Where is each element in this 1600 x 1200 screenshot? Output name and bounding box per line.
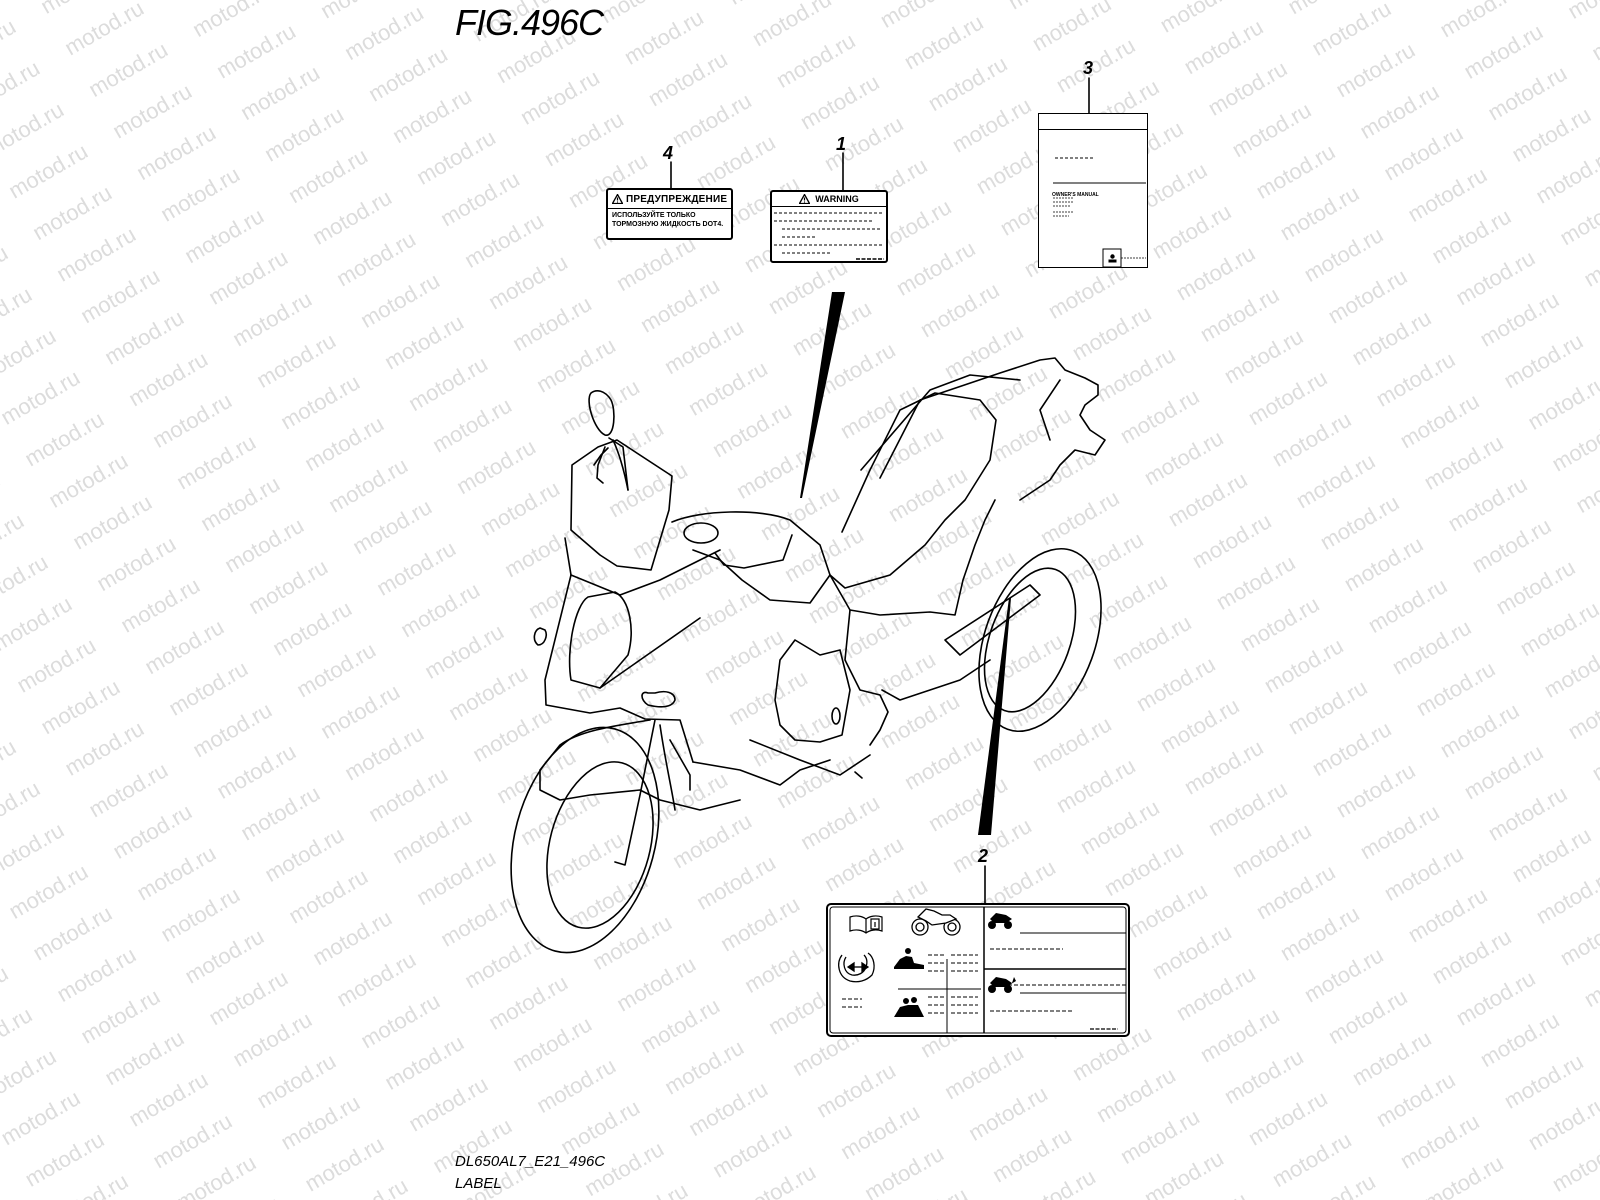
model-code: DL650AL7_E21_496C	[455, 1153, 606, 1170]
manual-info-icon	[849, 915, 883, 934]
fuel-cap	[683, 522, 719, 544]
label-2-tire-info[interactable]	[826, 903, 1130, 1037]
label-3-owners-manual[interactable]: OWNER'S MANUAL	[1038, 113, 1148, 268]
callout-number-1: 1	[836, 134, 847, 154]
motorcycle-icon	[911, 908, 961, 936]
seat	[829, 392, 997, 589]
pointer-label1	[800, 292, 845, 498]
mirror	[588, 390, 615, 436]
frame	[829, 499, 996, 616]
engine	[774, 639, 851, 743]
pointer-label2	[978, 598, 1011, 835]
swingarm	[944, 584, 1041, 656]
front-wheel	[510, 726, 660, 954]
motorcycle-front-icon	[988, 913, 1012, 929]
solo-rider-icon	[894, 948, 924, 969]
person-icon	[1108, 254, 1117, 263]
label-1-header: WARNING	[772, 192, 886, 207]
label-4-line-1: ИСПОЛЬЗУЙТЕ ТОЛЬКО	[612, 212, 696, 219]
rear-wheel	[978, 547, 1102, 733]
warning-triangle-icon	[799, 194, 811, 204]
label-4-header: ПРЕДУПРЕЖДЕНИЕ	[608, 190, 731, 209]
tail	[879, 357, 1106, 501]
callout-number-2: 2	[978, 846, 989, 866]
motorcycle-rear-icon	[988, 977, 1016, 993]
label-4-body: ИСПОЛЬЗУЙТЕ ТОЛЬКО ТОРМОЗНУЮ ЖИДКОСТЬ DO…	[608, 209, 731, 231]
label-1-placeholder-lines	[774, 212, 884, 260]
label-4-brake-fluid-warning[interactable]: ПРЕДУПРЕЖДЕНИЕ ИСПОЛЬЗУЙТЕ ТОЛЬКО ТОРМОЗ…	[606, 188, 733, 240]
front-fork	[614, 719, 656, 866]
callout-number-4: 4	[663, 143, 674, 163]
rear-rim	[983, 567, 1077, 713]
figure-title: FIG.496C	[455, 2, 604, 43]
label-4-line-2: ТОРМОЗНУЮ ЖИДКОСТЬ DOT4.	[612, 221, 724, 228]
manual-title: OWNER'S MANUAL	[1052, 192, 1099, 198]
label-1-warning[interactable]: WARNING	[770, 190, 888, 263]
label-4-header-text: ПРЕДУПРЕЖДЕНИЕ	[626, 193, 728, 205]
warning-triangle-icon	[612, 194, 623, 204]
front-rim	[546, 761, 654, 929]
label-2-artwork	[829, 906, 1127, 1034]
fuel-tank	[671, 511, 831, 604]
rider-passenger-icon	[894, 997, 924, 1017]
manual-cover-band	[1039, 114, 1147, 130]
label-1-header-text: WARNING	[815, 194, 859, 204]
front-fairing	[544, 574, 694, 763]
tire-pressure-icon	[838, 952, 875, 983]
manual-placeholder-lines	[1053, 157, 1146, 268]
windscreen	[596, 446, 606, 484]
section-name: LABEL	[455, 1175, 502, 1192]
callout-number-3: 3	[1083, 58, 1094, 78]
